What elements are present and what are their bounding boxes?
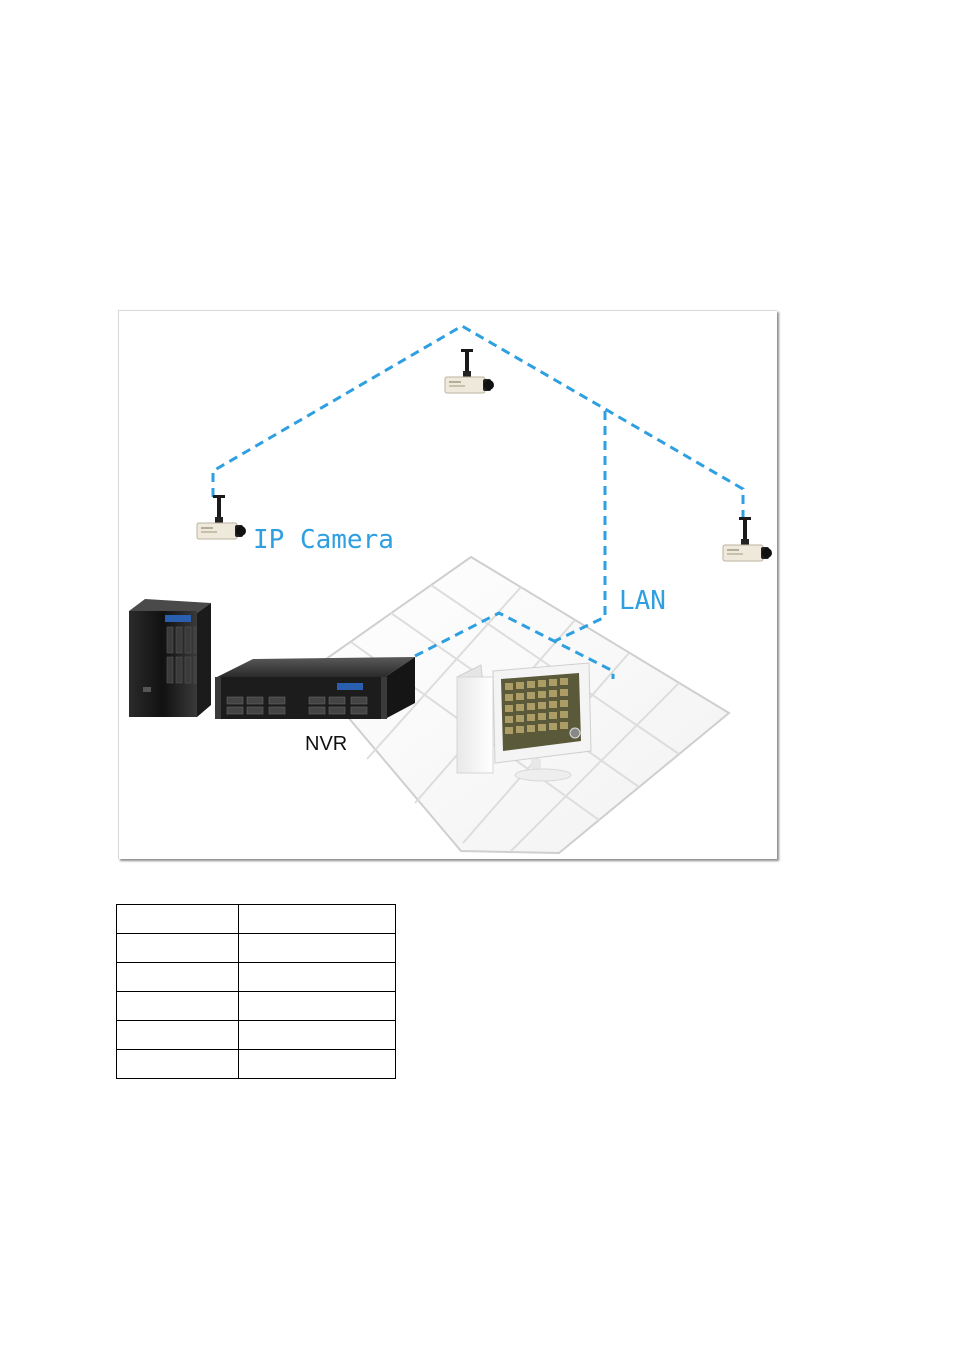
nvr-label: NVR [305, 733, 347, 755]
table-cell [239, 1021, 396, 1050]
table-cell [117, 963, 239, 992]
table-row [117, 963, 396, 992]
table-cell [239, 1050, 396, 1079]
network-diagram-figure: IP Camera LAN NVR [118, 310, 777, 859]
table-row [117, 1021, 396, 1050]
ip-camera-icon [723, 517, 772, 561]
ip-camera-label: IP Camera [253, 525, 394, 555]
table-row [117, 934, 396, 963]
network-diagram: IP Camera LAN NVR [119, 311, 777, 859]
table-cell [117, 934, 239, 963]
table-cell [117, 992, 239, 1021]
table-cell [117, 905, 239, 934]
table-cell [239, 905, 396, 934]
nas-tower-icon [129, 599, 211, 717]
ip-camera-icon [197, 495, 246, 539]
table-cell [239, 963, 396, 992]
table-row [117, 1050, 396, 1079]
table-row [117, 905, 396, 934]
table-cell [239, 934, 396, 963]
table-row [117, 992, 396, 1021]
empty-table [116, 904, 396, 1079]
lan-label: LAN [619, 586, 666, 616]
table-cell [239, 992, 396, 1021]
table-cell [117, 1021, 239, 1050]
table-cell [117, 1050, 239, 1079]
ip-camera-icon [445, 349, 494, 393]
nvr-rack-icon [215, 657, 415, 719]
